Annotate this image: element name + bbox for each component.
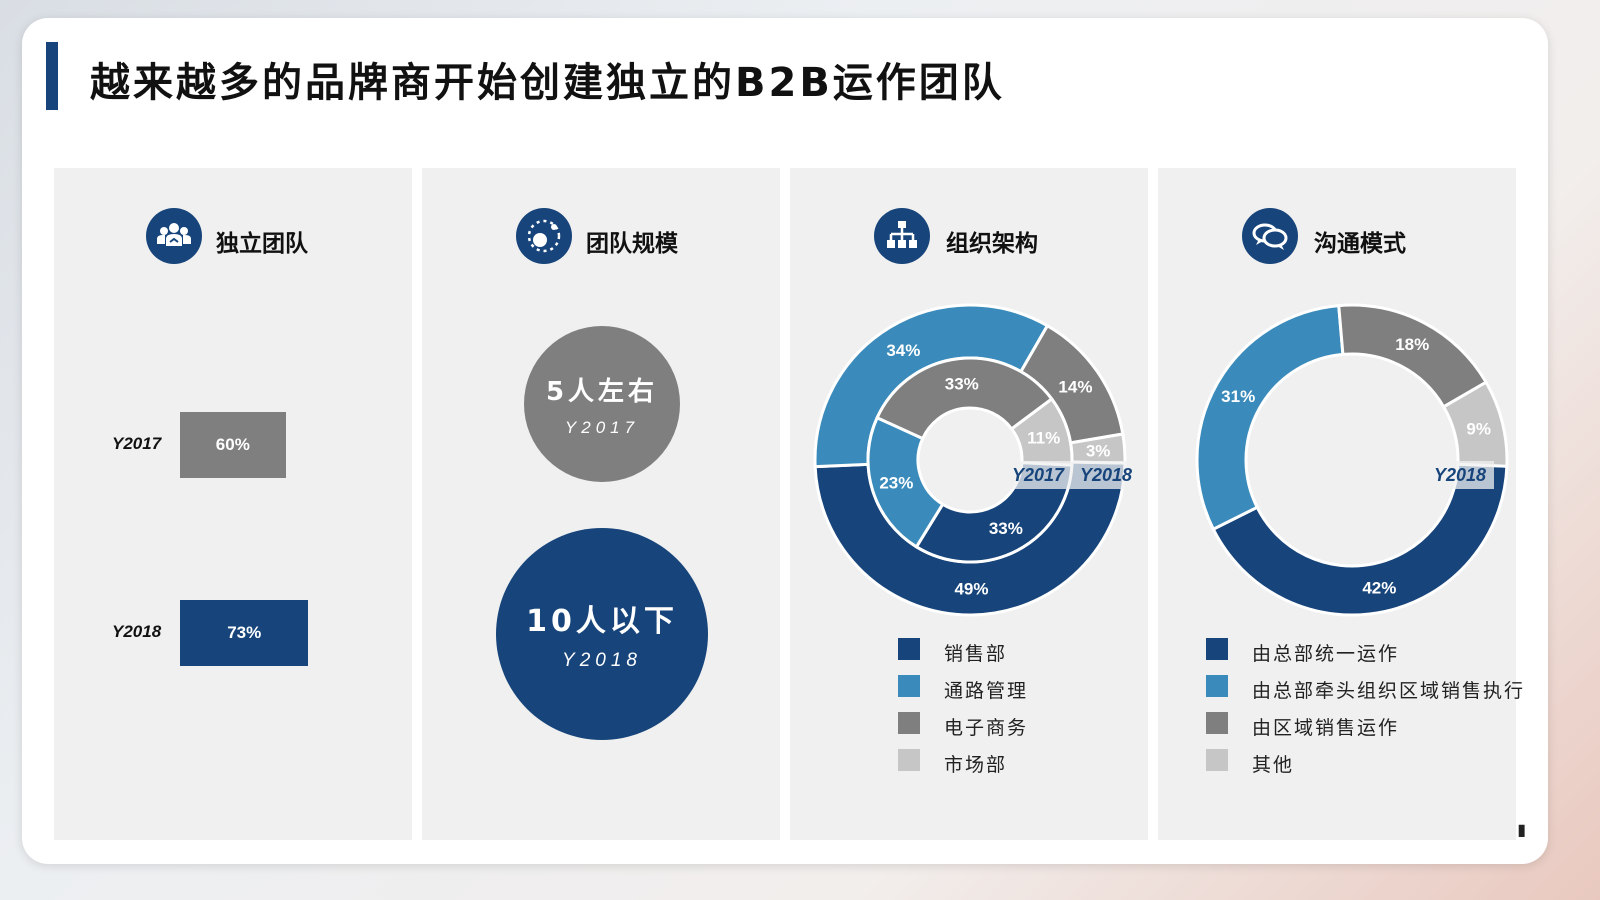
legend-swatch <box>1206 749 1228 771</box>
legend-swatch <box>898 749 920 771</box>
slice-value-label: 14% <box>1058 378 1092 397</box>
donut-chart-communication: 42% 31% 18% 9% Y2018 <box>1195 303 1509 617</box>
panel-title: 组织架构 <box>946 231 1038 257</box>
slice-value-label: 49% <box>954 579 988 598</box>
legend-swatch <box>898 675 920 697</box>
legend-label: 其他 <box>1252 754 1295 776</box>
panel-header: 组织架构 <box>790 208 1148 268</box>
panel-header: 沟通模式 <box>1158 208 1516 268</box>
bar: 73% <box>180 600 309 666</box>
scale-icon <box>516 208 572 264</box>
donut-chart-org: 49% 34% 14% 3% 33% 23% 33% 11% Y2017 Y2018 <box>813 303 1140 617</box>
slice-value-label: 42% <box>1362 579 1396 598</box>
panel-header: 团队规模 <box>422 208 780 268</box>
panel-communication: 沟通模式 42% 31% 18% 9% Y2018 由总部统一运作由总部牵头组织区域销售… <box>1158 168 1523 840</box>
series-tag-bg <box>1004 461 1072 489</box>
page-title: 越来越多的品牌商开始创建独立的B2B运作团队 <box>90 60 1005 106</box>
legend-label: 销售部 <box>944 643 1008 665</box>
series-name-label: Y2017 <box>1012 465 1065 485</box>
legend-swatch <box>898 712 920 734</box>
bar-category-label: Y2017 <box>112 434 162 453</box>
donut-slice <box>1211 462 1509 617</box>
slice-value-label: 33% <box>989 519 1023 538</box>
series-name-label: Y2018 <box>1080 465 1132 485</box>
series-tag-bg <box>1426 461 1494 489</box>
slice-value-label: 9% <box>1466 420 1491 439</box>
legend-swatch <box>1206 712 1228 734</box>
legend-swatch <box>1206 638 1228 660</box>
legend-label: 由总部牵头组织区域销售执行 <box>1252 680 1526 702</box>
legend-swatch <box>1206 675 1228 697</box>
title-accent-bar <box>46 42 58 110</box>
slide-card: 越来越多的品牌商开始创建独立的B2B运作团队 独立团队 Y2017 60% Y201… <box>22 18 1548 864</box>
panel-title: 独立团队 <box>216 231 308 257</box>
org-chart-icon <box>874 208 930 264</box>
bar-value-label: 73% <box>227 623 262 642</box>
slice-value-label: 34% <box>886 341 920 360</box>
slice-value-label: 33% <box>945 374 979 393</box>
slice-value-label: 18% <box>1395 335 1429 354</box>
bubble-label: 5人左右 <box>545 376 659 407</box>
slice-value-label: 11% <box>1027 429 1060 448</box>
panel-title: 团队规模 <box>586 231 678 257</box>
bar: 60% <box>180 412 286 478</box>
slice-value-label: 3% <box>1086 441 1111 460</box>
donut-slice <box>1195 303 1345 532</box>
brand-logo: ▮ <box>1517 822 1526 839</box>
slice-value-label: 31% <box>1221 387 1255 406</box>
panel-title: 沟通模式 <box>1314 231 1406 257</box>
legend-label: 由总部统一运作 <box>1252 643 1400 665</box>
donut-slice <box>1441 380 1509 468</box>
panel-org-structure: 组织架构 49% 34% 14% 3% 33% 23% 33% 11% Y2017 Y2018 销… <box>790 168 1148 840</box>
bar-category-label: Y2018 <box>112 622 162 641</box>
series-tag-bg <box>1072 461 1140 489</box>
donut-slice <box>866 415 945 549</box>
chat-icon <box>1242 208 1298 264</box>
panel-team-size: 团队规模 5人左右 Y2017 10人以下 Y2018 <box>422 168 780 840</box>
legend-swatch <box>898 638 920 660</box>
team-size-bubble: 10人以下 Y2018 <box>496 528 708 740</box>
series-name-label: Y2018 <box>1434 465 1486 485</box>
panel-header: 独立团队 <box>54 208 412 268</box>
panel-independent-team: 独立团队 Y2017 60% Y2018 73% <box>54 168 412 840</box>
slice-value-label: 23% <box>879 473 913 492</box>
legend-label: 市场部 <box>944 754 1008 776</box>
legend-label: 电子商务 <box>944 717 1029 739</box>
bubble-label: 10人以下 <box>526 604 678 639</box>
team-icon <box>146 208 202 264</box>
bubble-year: Y2017 <box>564 417 640 437</box>
bar-value-label: 60% <box>215 435 250 454</box>
team-size-bubble: 5人左右 Y2017 <box>524 326 680 482</box>
legend-label: 通路管理 <box>944 680 1029 702</box>
bubble-year: Y2018 <box>562 650 642 671</box>
donut-slice <box>1337 303 1489 409</box>
donut-slice <box>875 356 1054 441</box>
legend-label: 由区域销售运作 <box>1252 717 1400 739</box>
